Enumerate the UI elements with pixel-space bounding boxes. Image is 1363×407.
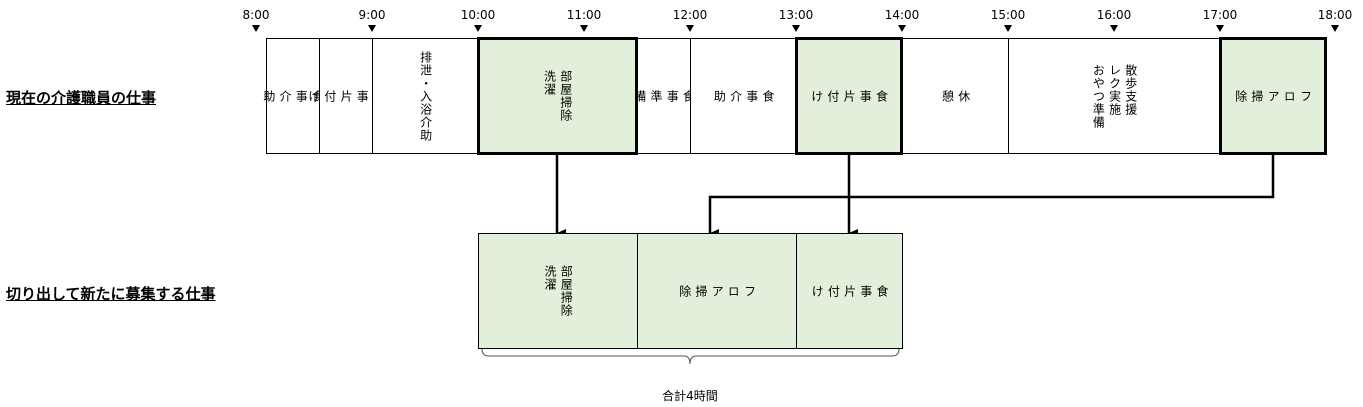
task-break: 休 憩 <box>902 38 1009 154</box>
task-meal-cleanup-2: 食 事 片 付 け <box>795 37 903 155</box>
time-marker-icon <box>1004 25 1012 32</box>
task-walk-recreation-snack: 散歩支援 レク実施 おやつ準備 <box>1008 38 1221 154</box>
time-marker-icon <box>898 25 906 32</box>
arrow-floor-cleaning <box>708 155 1275 237</box>
task-text: 部屋掃除 洗濯 <box>543 265 574 317</box>
time-label: 11:00 <box>566 8 602 22</box>
time-marker-icon <box>580 25 588 32</box>
time-label: 8:00 <box>242 8 270 22</box>
time-label: 10:00 <box>460 8 496 22</box>
task-text: 食 事 介 助 <box>712 89 775 103</box>
task-floor-cleaning: フ ロ ア 掃 除 <box>1219 37 1327 155</box>
time-marker-icon <box>1216 25 1224 32</box>
task-text: フ ロ ア 掃 除 <box>677 284 757 298</box>
total-hours-label: 合計4時間 <box>662 389 718 403</box>
task-meal-cleanup: 食 事 片 付 け <box>307 38 385 154</box>
task-room-cleaning-laundry: 部屋掃除 洗濯 <box>477 37 638 155</box>
time-marker-icon <box>474 25 482 32</box>
task-text: 食 事 片 付 け <box>810 284 889 298</box>
task-meal-prep: 食 事 準 備 <box>633 38 695 154</box>
time-marker-icon <box>792 25 800 32</box>
task-excretion-bath-assist: 排泄・入浴介助 <box>372 38 479 154</box>
new-task-room-cleaning-laundry: 部屋掃除 洗濯 <box>478 233 638 349</box>
time-marker-icon <box>1110 25 1118 32</box>
task-text: 散歩支援 レク実施 おやつ準備 <box>1091 63 1138 129</box>
current-work-label: 現在の介護職員の仕事 <box>6 89 157 107</box>
total-brace <box>481 348 900 365</box>
time-label: 16:00 <box>1096 8 1132 22</box>
time-marker-icon <box>252 25 260 32</box>
task-meal-assist-2: 食 事 介 助 <box>690 38 797 154</box>
time-marker-icon <box>686 25 694 32</box>
new-task-meal-cleanup: 食 事 片 付 け <box>796 233 903 349</box>
time-label: 14:00 <box>884 8 920 22</box>
task-text: 休 憩 <box>940 89 971 103</box>
new-task-floor-cleaning: フ ロ ア 掃 除 <box>637 233 797 349</box>
task-text: 部屋掃除 洗濯 <box>542 70 573 122</box>
task-text: 排泄・入浴介助 <box>418 50 433 142</box>
time-label: 17:00 <box>1202 8 1238 22</box>
task-text: フ ロ ア 掃 除 <box>1233 89 1313 103</box>
time-label: 9:00 <box>358 8 386 22</box>
time-marker-icon <box>1331 25 1339 32</box>
time-label: 18:00 <box>1317 8 1353 22</box>
task-text: 食 事 片 付 け <box>809 89 889 103</box>
new-work-label: 切り出して新たに募集する仕事 <box>6 285 216 303</box>
time-label: 15:00 <box>990 8 1026 22</box>
time-label: 13:00 <box>778 8 814 22</box>
time-marker-icon <box>368 25 376 32</box>
time-label: 12:00 <box>672 8 708 22</box>
